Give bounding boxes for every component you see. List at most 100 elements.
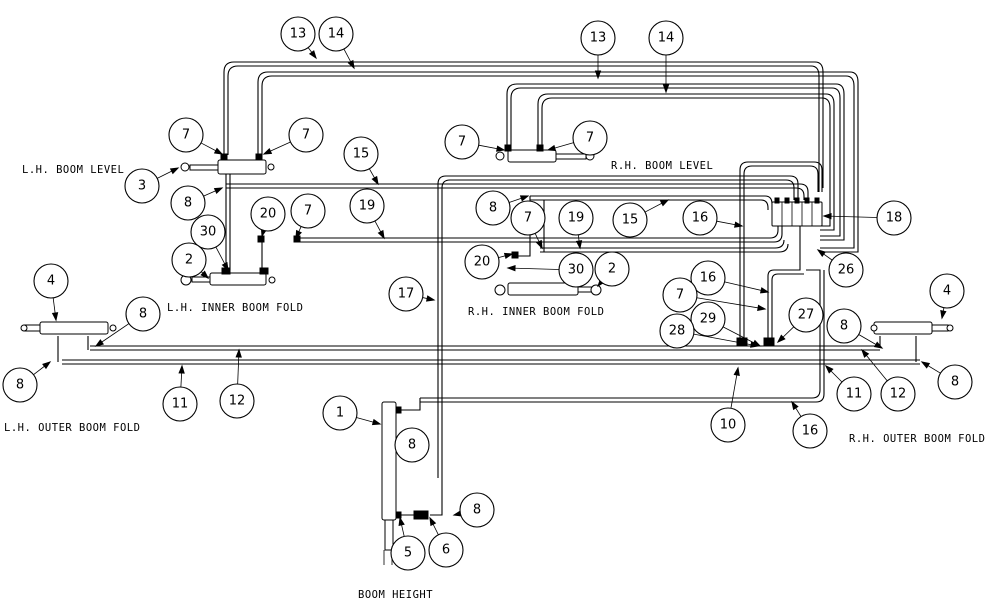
callout-7: 7 [546, 120, 608, 156]
callout-30: 30 [506, 252, 594, 288]
callout-12: 12 [861, 348, 916, 412]
callout-13: 13 [580, 20, 616, 80]
callout-8: 8 [394, 427, 430, 463]
callout-4: 4 [33, 263, 69, 322]
callout-14: 14 [648, 20, 684, 94]
rh-inner-boom-fold-cylinder [494, 282, 602, 296]
svg-text:19: 19 [359, 199, 376, 214]
svg-text:7: 7 [458, 135, 466, 150]
svg-text:7: 7 [524, 211, 532, 226]
svg-text:8: 8 [408, 438, 416, 453]
callout-16: 16 [682, 200, 744, 236]
control-valve-block [771, 197, 823, 227]
callout-8: 8 [170, 185, 224, 221]
callout-6: 6 [428, 516, 464, 568]
callout-13: 13 [280, 16, 317, 60]
svg-text:16: 16 [700, 271, 717, 286]
label-lh-boom-level: L.H. BOOM LEVEL [22, 164, 124, 176]
svg-text:2: 2 [608, 262, 616, 277]
svg-text:8: 8 [489, 201, 497, 216]
svg-text:8: 8 [16, 378, 24, 393]
svg-text:13: 13 [590, 31, 607, 46]
svg-text:7: 7 [304, 204, 312, 219]
callout-26: 26 [816, 249, 864, 288]
svg-text:11: 11 [172, 397, 189, 412]
callout-11: 11 [824, 364, 872, 412]
label-rh-boom-level: R.H. BOOM LEVEL [611, 160, 713, 172]
label-lh-inner-boom-fold: L.H. INNER BOOM FOLD [167, 302, 303, 314]
callout-19: 19 [558, 200, 594, 250]
svg-text:16: 16 [802, 424, 819, 439]
callout-7: 7 [262, 117, 324, 155]
svg-text:27: 27 [798, 308, 815, 323]
callout-8: 8 [2, 361, 52, 403]
lh-outer-boom-fold-cylinder [20, 321, 117, 335]
callout-7: 7 [510, 200, 546, 250]
callout-28: 28 [659, 313, 760, 349]
svg-text:28: 28 [669, 324, 686, 339]
svg-text:7: 7 [676, 288, 684, 303]
svg-text:7: 7 [302, 128, 310, 143]
svg-text:8: 8 [184, 196, 192, 211]
svg-text:8: 8 [951, 375, 959, 390]
label-rh-outer-boom-fold: R.H. OUTER BOOM FOLD [849, 433, 985, 445]
svg-text:29: 29 [700, 312, 717, 327]
callout-11: 11 [162, 364, 198, 422]
callout-2: 2 [594, 251, 630, 288]
callout-8: 8 [920, 361, 973, 400]
svg-text:18: 18 [886, 211, 903, 226]
svg-text:13: 13 [290, 27, 307, 42]
svg-text:5: 5 [404, 546, 412, 561]
section-labels: L.H. BOOM LEVEL R.H. BOOM LEVEL L.H. INN… [4, 160, 985, 601]
svg-text:15: 15 [353, 147, 370, 162]
callout-4: 4 [929, 273, 965, 320]
label-rh-inner-boom-fold: R.H. INNER BOOM FOLD [468, 306, 604, 318]
label-boom-height: BOOM HEIGHT [358, 589, 433, 601]
svg-text:8: 8 [473, 503, 481, 518]
svg-text:6: 6 [442, 543, 450, 558]
callout-7: 7 [290, 193, 326, 240]
callout-8: 8 [475, 190, 530, 226]
svg-text:20: 20 [260, 207, 277, 222]
svg-text:30: 30 [568, 263, 585, 278]
callout-3: 3 [124, 167, 180, 204]
callout-8: 8 [826, 308, 884, 349]
svg-text:14: 14 [328, 27, 345, 42]
svg-text:12: 12 [890, 387, 907, 402]
boom-height-cylinder [381, 401, 402, 565]
svg-text:1: 1 [336, 406, 344, 421]
label-lh-outer-boom-fold: L.H. OUTER BOOM FOLD [4, 422, 140, 434]
callout-10: 10 [710, 366, 746, 443]
callout-15: 15 [343, 136, 379, 186]
callout-17: 17 [388, 276, 436, 312]
tee-fittings [221, 235, 775, 520]
svg-text:2: 2 [185, 253, 193, 268]
rh-boom-level-cylinder [495, 144, 595, 163]
callout-12: 12 [219, 348, 255, 419]
rh-outer-boom-fold-cylinder [870, 321, 954, 335]
svg-text:17: 17 [398, 287, 415, 302]
callout-27: 27 [776, 297, 824, 344]
callout-15: 15 [612, 199, 670, 238]
svg-text:4: 4 [47, 274, 55, 289]
svg-text:8: 8 [139, 307, 147, 322]
svg-text:19: 19 [568, 211, 585, 226]
callout-20: 20 [464, 244, 514, 280]
callout-8: 8 [452, 492, 495, 528]
svg-text:20: 20 [474, 255, 491, 270]
callout-16: 16 [791, 400, 828, 449]
svg-text:14: 14 [658, 31, 675, 46]
callout-7: 7 [662, 277, 767, 313]
callout-18: 18 [822, 200, 912, 236]
svg-text:15: 15 [622, 213, 639, 228]
callout-7: 7 [168, 117, 224, 155]
callout-19: 19 [349, 188, 385, 240]
svg-text:12: 12 [229, 394, 246, 409]
callout-1: 1 [322, 395, 382, 431]
svg-text:7: 7 [182, 128, 190, 143]
callout-14: 14 [318, 16, 355, 70]
svg-text:16: 16 [692, 211, 709, 226]
svg-text:4: 4 [943, 284, 951, 299]
